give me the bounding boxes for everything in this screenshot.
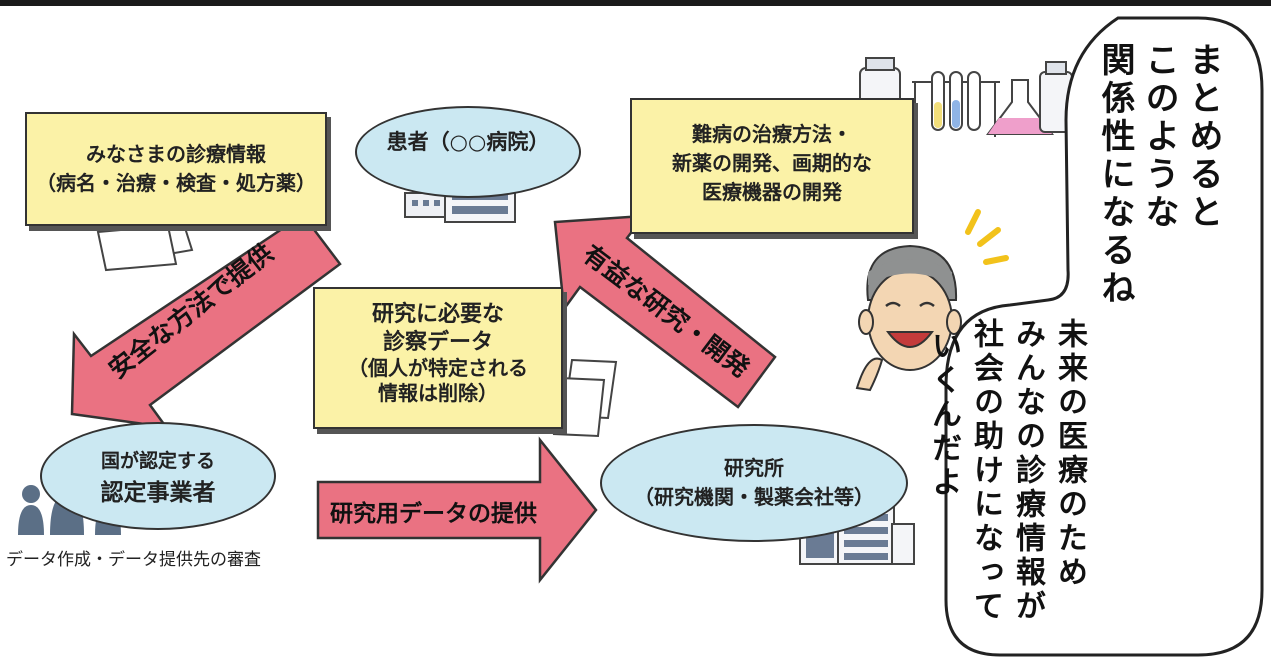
research-data-line4: 情報は削除） — [378, 381, 498, 405]
speech-column: このような — [1139, 42, 1179, 232]
institute-line1: 研究所 — [724, 456, 784, 480]
arrow-beneficial — [553, 214, 777, 409]
development-line1: 難病の治療方法・ — [692, 122, 852, 146]
arrow-provide-data — [316, 436, 598, 584]
speech-column: みんなの診療情報が — [1010, 318, 1045, 624]
certified-line1: 国が認定する — [100, 450, 215, 472]
research-data-box: 研究に必要な 診察データ （個人が特定される 情報は削除） — [313, 287, 563, 429]
institute-line2: （研究機関・製薬会社等） — [634, 485, 874, 509]
development-line3: 医療機器の開発 — [702, 180, 842, 204]
medical-info-line1: みなさまの診療情報 — [86, 142, 266, 166]
research-data-line1: 研究に必要な — [371, 302, 504, 327]
development-box: 難病の治療方法・ 新薬の開発、画期的な 医療機器の開発 — [630, 98, 914, 234]
medical-info-line2: （病名・治療・検査・処方薬） — [36, 171, 316, 195]
patient-label: 患者（○○病院） — [386, 130, 550, 154]
review-caption: データ作成・データ提供先の審査 — [6, 550, 261, 570]
research-data-line2: 診察データ — [382, 329, 493, 355]
speech-column: 関係性になるね — [1095, 42, 1135, 308]
arrow-safe-method — [70, 213, 342, 429]
speech-bubble — [944, 16, 1264, 657]
top-border — [0, 0, 1271, 6]
speech-column: 未来の医療のため — [1052, 318, 1087, 590]
paper-stack-icon — [552, 358, 618, 438]
doctor-character — [855, 209, 1009, 392]
certified-operator-node: 国が認定する 認定事業者 — [40, 422, 276, 530]
research-data-line3: （個人が特定される — [348, 356, 528, 380]
lab-equipment-icon — [859, 57, 1073, 137]
speech-column: まとめると — [1183, 42, 1223, 232]
research-institute-node: 研究所 （研究機関・製薬会社等） — [600, 424, 908, 542]
arrow-provide-data-label: 研究用データの提供 — [330, 501, 537, 527]
development-line2: 新薬の開発、画期的な — [672, 151, 872, 175]
medical-info-box: みなさまの診療情報 （病名・治療・検査・処方薬） — [25, 112, 327, 226]
patient-node: 患者（○○病院） — [355, 106, 581, 198]
speech-column: 社会の助けになって — [968, 318, 1003, 624]
speech-column: いくんだよ — [926, 330, 961, 500]
certified-line2: 認定事業者 — [100, 480, 216, 506]
